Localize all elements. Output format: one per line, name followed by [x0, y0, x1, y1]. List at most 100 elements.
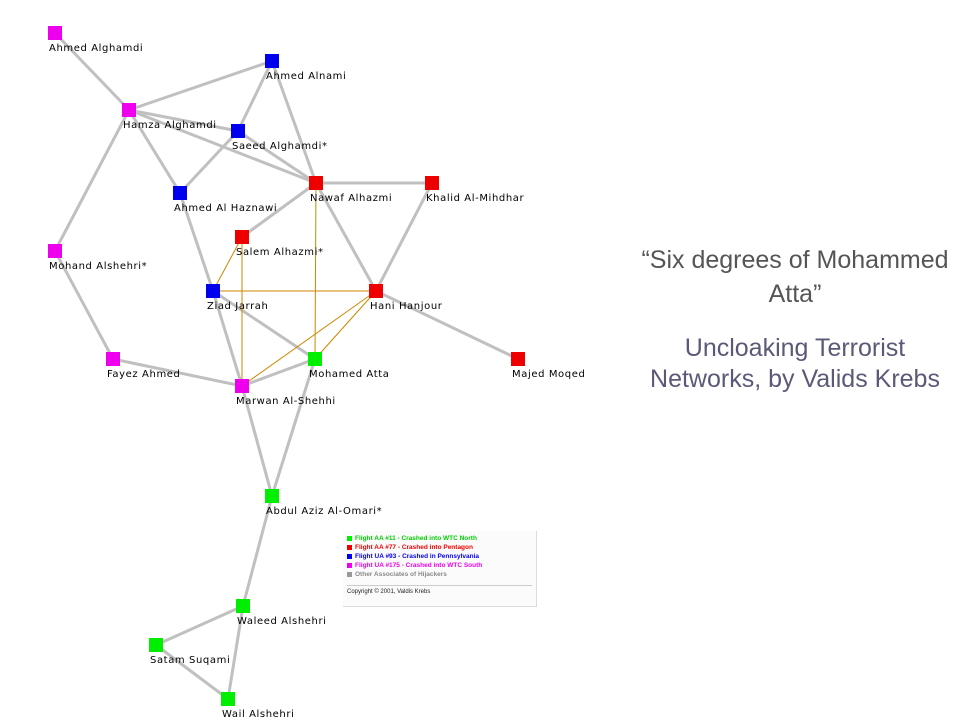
slide-title: “Six degrees of Mohammed Atta” — [641, 246, 949, 308]
node-marwan-al-shehhi: Marwan Al-Shehhi — [235, 379, 336, 407]
node-wail-alshehri: Wail Alshehri — [221, 692, 294, 720]
node-label: Khalid Al-Mihdhar — [426, 193, 524, 204]
legend-swatch — [347, 536, 352, 541]
edge-hamza-alghamdi-mohand-alshehri — [53, 108, 131, 253]
edge-mohamed-atta-marwan-al-shehhi — [240, 357, 317, 388]
legend-divider — [347, 585, 532, 586]
legend-swatch — [347, 554, 352, 559]
node-label: Hamza Alghamdi — [123, 120, 217, 131]
legend-swatch — [347, 563, 352, 568]
edge-nawaf-alhazmi-mohamed-atta — [314, 182, 317, 360]
edge-mohand-alshehri-fayez-ahmed — [53, 249, 115, 361]
node-marker — [106, 352, 120, 366]
node-mohand-alshehri: Mohand Alshehri* — [48, 244, 147, 272]
edges-group — [53, 31, 520, 701]
node-marker — [265, 54, 279, 68]
node-abdul-aziz-al-omari: Abdul Aziz Al-Omari* — [265, 489, 382, 517]
edge-ahmed-alghamdi-hamza-alghamdi — [53, 31, 131, 112]
legend-item: Other Associates of Hijackers — [347, 570, 536, 579]
node-ahmed-alghamdi: Ahmed Alghamdi — [48, 26, 143, 54]
legend-label: Other Associates of Hijackers — [355, 571, 447, 578]
node-waleed-alshehri: Waleed Alshehri — [236, 599, 327, 627]
title-block: “Six degrees of Mohammed Atta” Uncloakin… — [640, 243, 950, 395]
node-hamza-alghamdi: Hamza Alghamdi — [122, 103, 217, 131]
node-marker — [173, 186, 187, 200]
node-label: Ahmed Alghamdi — [49, 43, 143, 54]
node-marker — [309, 176, 323, 190]
legend-copyright: Copyright © 2001, Valdis Krebs — [347, 589, 431, 595]
node-label: Saeed Alghamdi* — [232, 141, 328, 152]
node-label: Abdul Aziz Al-Omari* — [266, 506, 382, 517]
legend-label: Flight UA #93 - Crashed in Pennsylvania — [355, 553, 480, 560]
edge-ziad-jarrah-marwan-al-shehhi — [211, 289, 244, 388]
node-fayez-ahmed: Fayez Ahmed — [106, 352, 180, 380]
edge-hani-hanjour-mohamed-atta — [314, 290, 377, 360]
edge-ahmed-alnami-nawaf-alhazmi — [270, 59, 318, 185]
node-marker — [221, 692, 235, 706]
node-marker — [236, 599, 250, 613]
edge-nawaf-alhazmi-hani-hanjour — [314, 181, 378, 293]
edge-hani-hanjour-majed-moqed — [374, 289, 520, 361]
node-ahmed-alnami: Ahmed Alnami — [265, 54, 346, 82]
edge-mohamed-atta-abdul-aziz-al-omari — [270, 357, 317, 498]
node-label: Nawaf Alhazmi — [310, 193, 392, 204]
node-label: Ahmed Alnami — [266, 71, 346, 82]
edge-hamza-alghamdi-ahmed-alnami — [127, 59, 274, 112]
node-label: Wail Alshehri — [222, 709, 294, 720]
node-hani-hanjour: Hani Hanjour — [369, 284, 443, 312]
node-label: Marwan Al-Shehhi — [236, 396, 336, 407]
node-marker — [48, 244, 62, 258]
node-label: Fayez Ahmed — [107, 369, 180, 380]
edge-hani-hanjour-marwan-al-shehhi — [241, 290, 377, 387]
edge-hamza-alghamdi-ahmed-al-haznawi — [127, 108, 182, 195]
node-label: Satam Suqami — [150, 655, 230, 666]
node-salem-alhazmi: Salem Alhazmi* — [235, 230, 324, 258]
node-marker — [122, 103, 136, 117]
legend-swatch — [347, 545, 352, 550]
node-marker — [149, 638, 163, 652]
edge-waleed-alshehri-satam-suqami — [154, 604, 245, 647]
node-marker — [235, 379, 249, 393]
edge-fayez-ahmed-marwan-al-shehhi — [111, 357, 244, 388]
node-label: Majed Moqed — [512, 369, 585, 380]
legend-item: Flight UA #93 - Crashed in Pennsylvania — [347, 552, 536, 561]
node-marker — [425, 176, 439, 190]
node-marker — [265, 489, 279, 503]
node-mohamed-atta: Mohamed Atta — [308, 352, 389, 380]
node-label: Mohamed Atta — [309, 369, 389, 380]
node-label: Hani Hanjour — [370, 301, 443, 312]
slide-subtitle: Uncloaking Terrorist Networks, by Valids… — [650, 334, 940, 393]
node-marker — [369, 284, 383, 298]
node-nawaf-alhazmi: Nawaf Alhazmi — [309, 176, 392, 204]
edge-nawaf-alhazmi-salem-alhazmi — [240, 181, 318, 239]
node-majed-moqed: Majed Moqed — [511, 352, 585, 380]
node-khalid-al-mihdhar: Khalid Al-Mihdhar — [425, 176, 524, 204]
edge-khalid-al-mihdhar-hani-hanjour — [374, 181, 434, 293]
node-marker — [206, 284, 220, 298]
node-ziad-jarrah: Ziad Jarrah — [206, 284, 268, 312]
edge-ahmed-alnami-saeed-alghamdi — [236, 59, 274, 133]
node-marker — [48, 26, 62, 40]
node-label: Waleed Alshehri — [237, 616, 327, 627]
node-marker — [308, 352, 322, 366]
legend-item: Flight AA #11 - Crashed into WTC North — [347, 534, 536, 543]
edge-satam-suqami-wail-alshehri — [154, 643, 230, 701]
node-marker — [231, 124, 245, 138]
node-label: Ziad Jarrah — [207, 301, 268, 312]
legend-item: Flight AA #77 - Crashed into Pentagon — [347, 543, 536, 552]
legend-label: Flight UA #175 - Crashed into WTC South — [355, 562, 483, 569]
node-marker — [235, 230, 249, 244]
edge-ahmed-al-haznawi-ziad-jarrah — [178, 191, 215, 293]
node-ahmed-al-haznawi: Ahmed Al Haznawi — [173, 186, 277, 214]
node-label: Mohand Alshehri* — [49, 261, 147, 272]
node-label: Salem Alhazmi* — [236, 247, 324, 258]
node-label: Ahmed Al Haznawi — [174, 203, 277, 214]
edge-abdul-aziz-al-omari-waleed-alshehri — [241, 494, 274, 608]
legend-item: Flight UA #175 - Crashed into WTC South — [347, 561, 536, 570]
node-marker — [511, 352, 525, 366]
legend-label: Flight AA #11 - Crashed into WTC North — [355, 535, 477, 542]
legend-swatch — [347, 572, 352, 577]
